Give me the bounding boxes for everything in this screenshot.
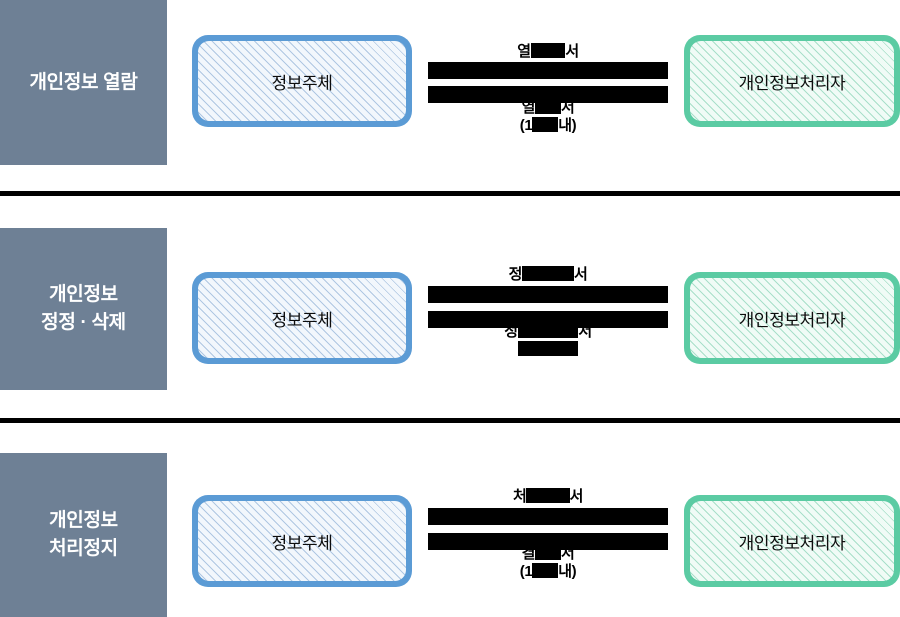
node-label-processor: 개인정보처리자 <box>738 533 846 553</box>
label-suffix: 서 <box>560 99 575 116</box>
redacted-arrow-response-suspension <box>428 533 668 550</box>
connector-label-bottom-suspension: 결■■■서 (1■■■내) <box>428 545 668 580</box>
node-label-data-subject: 정보주체 <box>271 310 333 330</box>
label-suffix: 내) <box>558 116 577 134</box>
redacted-text: ■■■■■ <box>526 488 570 503</box>
node-processor-suspension: 개인정보처리자 <box>684 495 900 587</box>
label-prefix: 열 <box>517 43 531 60</box>
section-personal-info-correction-deletion: 개인정보 정정 · 삭제 정보주체 정■■■■■■서 정■■■■■■■서 ■■■… <box>0 195 900 420</box>
connector-label-top-suspension: 처■■■■■서 <box>428 488 668 506</box>
label-prefix: 정 <box>504 323 518 340</box>
node-fill-hatch: 개인정보처리자 <box>690 278 894 358</box>
node-fill-hatch: 정보주체 <box>198 278 406 358</box>
connector-label-bottom-correction: 정■■■■■■■서 ■■■■■■■ <box>428 323 668 358</box>
label-line-2: (1■■■내) <box>428 116 668 135</box>
redacted-text: ■■■■■■■ <box>517 323 579 338</box>
connector-label-top-correction: 정■■■■■■서 <box>428 266 668 284</box>
redacted-text: ■■■ <box>532 116 559 132</box>
connector-label-bottom-access: 열■■■서 (1■■■내) <box>428 99 668 134</box>
redacted-arrow-request-suspension <box>428 508 668 525</box>
node-data-subject-suspension: 정보주체 <box>192 495 412 587</box>
redacted-arrow-request-access <box>428 62 668 79</box>
redacted-arrow-request-correction <box>428 286 668 303</box>
node-label-data-subject: 정보주체 <box>271 73 333 93</box>
label-prefix: 결 <box>521 545 536 562</box>
label-suffix: 내) <box>558 562 577 580</box>
section-personal-info-access: 개인정보 열람 정보주체 열■■■■서 열■■■서 (1■■■내) 개인정보처리… <box>0 0 900 193</box>
label-suffix: 서 <box>578 323 592 340</box>
category-label-suspension: 개인정보 처리정지 <box>49 510 118 559</box>
redacted-text: ■■■■■■ <box>522 266 574 281</box>
node-processor-access: 개인정보처리자 <box>684 35 900 127</box>
node-fill-hatch: 정보주체 <box>198 41 406 121</box>
label-prefix: (1 <box>519 562 533 580</box>
category-label-access: 개인정보 열람 <box>29 71 138 93</box>
node-processor-correction: 개인정보처리자 <box>684 272 900 364</box>
label-suffix: 서 <box>565 43 579 60</box>
node-data-subject-access: 정보주체 <box>192 35 412 127</box>
node-fill-hatch: 개인정보처리자 <box>690 501 894 581</box>
redacted-text: ■■■■■■■ <box>517 340 579 356</box>
node-label-data-subject: 정보주체 <box>271 533 333 553</box>
label-line-1: 열■■■서 <box>428 99 668 117</box>
category-block-access: 개인정보 열람 <box>0 0 167 165</box>
category-label-correction: 개인정보 정정 · 삭제 <box>41 284 126 333</box>
label-line-2: ■■■■■■■ <box>428 340 668 359</box>
redacted-arrow-response-access <box>428 86 668 103</box>
connector-label-top-access: 열■■■■서 <box>428 43 668 61</box>
label-line-2: (1■■■내) <box>428 562 668 581</box>
section-divider-2 <box>0 418 900 423</box>
label-line-1: 정■■■■■■■서 <box>428 323 668 341</box>
redacted-text: ■■■ <box>535 545 561 560</box>
redacted-text: ■■■■ <box>530 43 566 58</box>
node-fill-hatch: 정보주체 <box>198 501 406 581</box>
node-fill-hatch: 개인정보처리자 <box>690 41 894 121</box>
label-prefix: 정 <box>508 266 523 283</box>
label-prefix: 열 <box>521 99 536 116</box>
redacted-text: ■■■ <box>535 99 561 114</box>
redacted-text: ■■■ <box>532 562 559 578</box>
node-label-processor: 개인정보처리자 <box>738 310 846 330</box>
section-divider-1 <box>0 191 900 196</box>
section-personal-info-processing-suspension: 개인정보 처리정지 정보주체 처■■■■■서 결■■■서 (1■■■내) 개인정… <box>0 422 900 617</box>
category-block-correction: 개인정보 정정 · 삭제 <box>0 228 167 390</box>
node-label-processor: 개인정보처리자 <box>738 73 846 93</box>
category-block-suspension: 개인정보 처리정지 <box>0 453 167 617</box>
label-suffix: 서 <box>569 488 584 505</box>
label-prefix: 처 <box>512 488 527 505</box>
label-line-1: 결■■■서 <box>428 545 668 563</box>
label-suffix: 서 <box>573 266 588 283</box>
label-suffix: 서 <box>560 545 575 562</box>
label-prefix: (1 <box>519 116 533 134</box>
redacted-arrow-response-correction <box>428 311 668 328</box>
node-data-subject-correction: 정보주체 <box>192 272 412 364</box>
